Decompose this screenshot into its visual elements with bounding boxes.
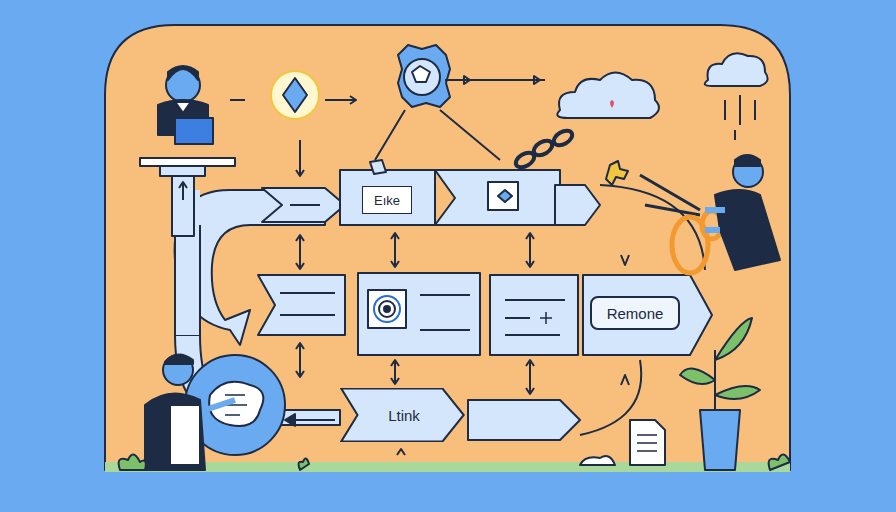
node-label: Remone: [607, 305, 664, 322]
process-box: Eıke: [362, 186, 412, 214]
process-box: Remone: [590, 296, 680, 330]
panel: [105, 25, 790, 470]
arrow-box: Ltink: [340, 388, 465, 442]
node-label: Ltink: [388, 407, 420, 424]
gear: [398, 45, 450, 107]
node-label: Eıke: [374, 193, 400, 208]
